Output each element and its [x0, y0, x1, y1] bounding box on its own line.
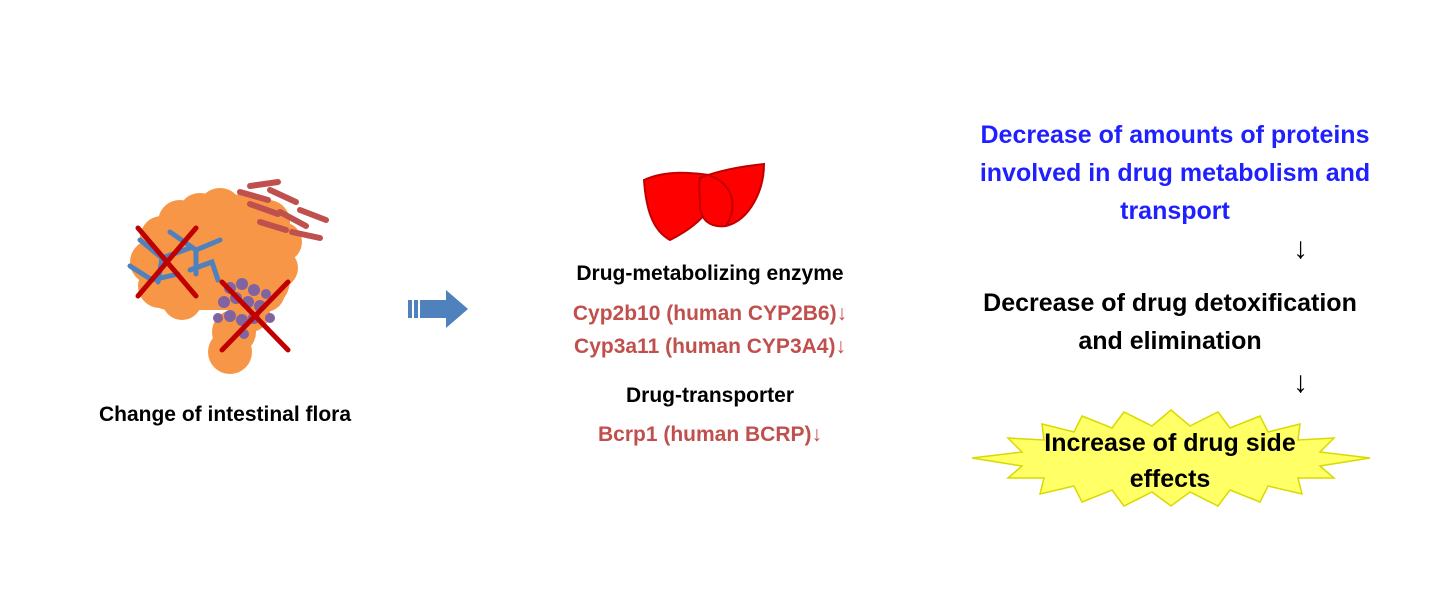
- starburst-shape: [971, 409, 1371, 507]
- right-arrow-icon: [408, 290, 468, 328]
- intestinal-flora-illustration: [127, 179, 329, 374]
- transporter-item: Bcrp1 (human BCRP)↓: [597, 423, 823, 446]
- enzyme-item: Cyp2b10 (human CYP2B6)↓: [572, 302, 848, 325]
- effect-step-protein-decrease: Decrease of amounts of proteins involved…: [979, 121, 1371, 225]
- flora-caption: Change of intestinal flora: [98, 403, 352, 426]
- enzyme-heading: Drug-metabolizing enzyme: [576, 262, 844, 285]
- effect-step-side-effects-increase: Increase of drug side effects: [1044, 429, 1296, 493]
- cross-icon: [135, 225, 199, 299]
- cross-icon: [219, 279, 291, 353]
- rod-bacteria: [237, 179, 329, 241]
- down-arrow-icon: ↓: [1293, 366, 1308, 399]
- effect-step-detox-decrease: Decrease of drug detoxification and elim…: [983, 289, 1357, 355]
- enzyme-item: Cyp3a11 (human CYP3A4)↓: [574, 335, 846, 358]
- transporter-heading: Drug-transporter: [625, 384, 794, 407]
- liver-icon: [642, 162, 766, 242]
- down-arrow-icon: ↓: [1293, 232, 1308, 265]
